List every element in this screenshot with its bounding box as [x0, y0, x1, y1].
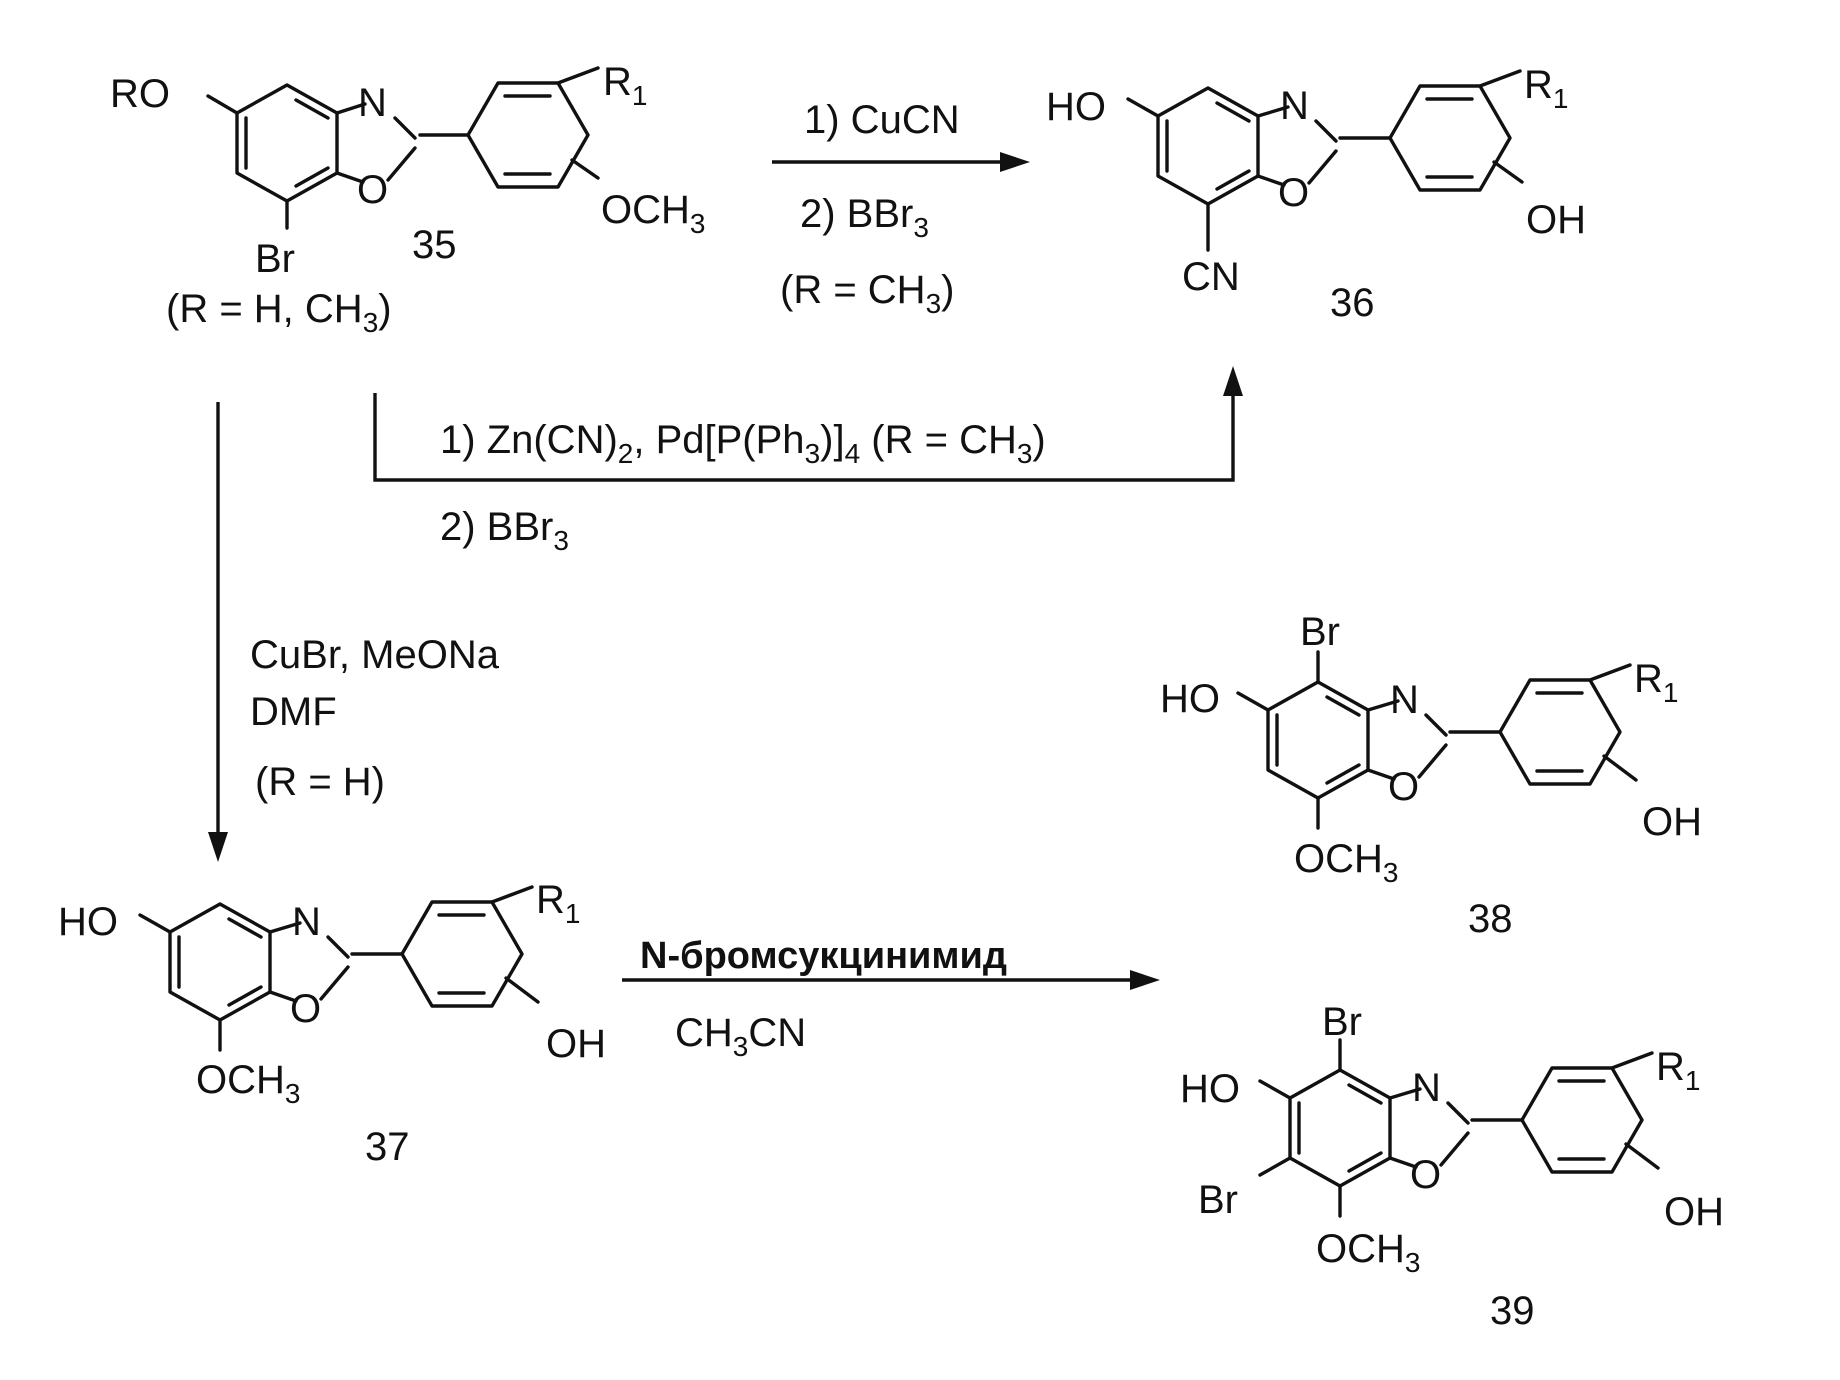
- compound-37-oh-label: OH: [546, 1022, 606, 1066]
- compound-35: RO N O R1 OCH3 Br 35 (R = H, CH3): [110, 60, 705, 338]
- compound-36-r1-label: R1: [1524, 63, 1568, 114]
- compound-36-o-label: O: [1278, 171, 1309, 215]
- compound-39-o-label: O: [1410, 1153, 1441, 1197]
- condition-r-ch3: (R = CH3): [780, 268, 954, 319]
- compound-35-n-label: N: [358, 81, 387, 125]
- reagent-bbr3-alt: 2) BBr3: [440, 505, 569, 556]
- compound-35-br-label: Br: [255, 237, 295, 281]
- compound-39: Br HO Br N O R1 OH OCH3 39: [1180, 1000, 1724, 1333]
- reagent-cucn: 1) CuCN: [804, 98, 960, 142]
- compound-37-bonds: [140, 887, 538, 1050]
- reagent-zncn2-pd: 1) Zn(CN)2, Pd[P(Ph3)]4 (R = CH3): [440, 418, 1046, 469]
- reaction-35-to-36-alternative: 1) Zn(CN)2, Pd[P(Ph3)]4 (R = CH3) 2) BBr…: [375, 366, 1243, 556]
- compound-37-o-label: O: [290, 987, 321, 1031]
- compound-39-ho-label: HO: [1180, 1067, 1240, 1111]
- compound-37-och3-label: OCH3: [196, 1058, 300, 1109]
- condition-r-h: (R = H): [255, 760, 385, 804]
- compound-37-number: 37: [365, 1125, 410, 1169]
- arrowhead-37-38-39: [1130, 970, 1160, 990]
- reagent-cubr-meona: CuBr, MeONa: [250, 633, 500, 677]
- reagent-bbr3: 2) BBr3: [800, 192, 929, 243]
- compound-38-ho-label: HO: [1160, 677, 1220, 721]
- compound-36-bonds: [1128, 71, 1522, 250]
- solvent-ch3cn: CH3CN: [675, 1011, 806, 1062]
- compound-38-oh-label: OH: [1642, 800, 1702, 844]
- reaction-35-to-36: 1) CuCN 2) BBr3 (R = CH3): [772, 98, 1030, 319]
- compound-39-bonds: [1260, 1040, 1658, 1216]
- arrowhead-35-37: [208, 832, 228, 862]
- compound-39-r1-label: R1: [1656, 1045, 1700, 1096]
- compound-39-number: 39: [1490, 1289, 1535, 1333]
- compound-35-r1-label: R1: [603, 60, 647, 111]
- compound-36-oh-label: OH: [1526, 198, 1586, 242]
- reaction-37-to-38-39: N-бромсукцинимид CH3CN: [622, 935, 1160, 1062]
- compound-35-o-label: O: [357, 168, 388, 212]
- arrowhead-35-36: [1000, 152, 1030, 172]
- compound-36-ho-label: HO: [1046, 85, 1106, 129]
- reaction-35-to-37: CuBr, MeONa DMF (R = H): [208, 402, 500, 862]
- compound-38-n-label: N: [1390, 678, 1419, 722]
- arrowhead-35-36-alt: [1223, 366, 1243, 396]
- compound-38-br-label: Br: [1300, 610, 1340, 654]
- compound-36-n-label: N: [1280, 84, 1309, 128]
- compound-39-och3-label: OCH3: [1316, 1227, 1420, 1278]
- compound-38-o-label: O: [1388, 765, 1419, 809]
- compound-39-oh-label: OH: [1664, 1190, 1724, 1234]
- compound-38-bonds: [1238, 652, 1636, 828]
- compound-38-r1-label: R1: [1634, 657, 1678, 708]
- compound-35-och3-label: OCH3: [601, 188, 705, 239]
- compound-36: HO N O R1 OH CN 36: [1046, 63, 1586, 325]
- compound-36-number: 36: [1330, 281, 1375, 325]
- compound-36-cn-label: CN: [1182, 255, 1240, 299]
- compound-39-n-label: N: [1412, 1066, 1441, 1110]
- compound-38: Br HO N O R1 OH OCH3 38: [1160, 610, 1702, 941]
- compound-35-r-condition: (R = H, CH3): [166, 287, 392, 338]
- compound-35-ro-label: RO: [110, 72, 170, 116]
- compound-38-number: 38: [1468, 897, 1513, 941]
- compound-38-och3-label: OCH3: [1294, 837, 1398, 888]
- compound-37-r1-label: R1: [536, 878, 580, 929]
- reagent-nbs: N-бромсукцинимид: [640, 935, 1007, 977]
- compound-35-bonds: [208, 68, 598, 228]
- compound-37-ho-label: HO: [58, 900, 118, 944]
- solvent-dmf: DMF: [250, 690, 337, 734]
- compound-37-n-label: N: [292, 900, 321, 944]
- compound-39-br-top-label: Br: [1322, 1000, 1362, 1044]
- compound-35-number: 35: [412, 223, 457, 267]
- compound-39-br-left-label: Br: [1198, 1178, 1238, 1222]
- compound-37: HO N O R1 OH OCH3 37: [58, 878, 606, 1169]
